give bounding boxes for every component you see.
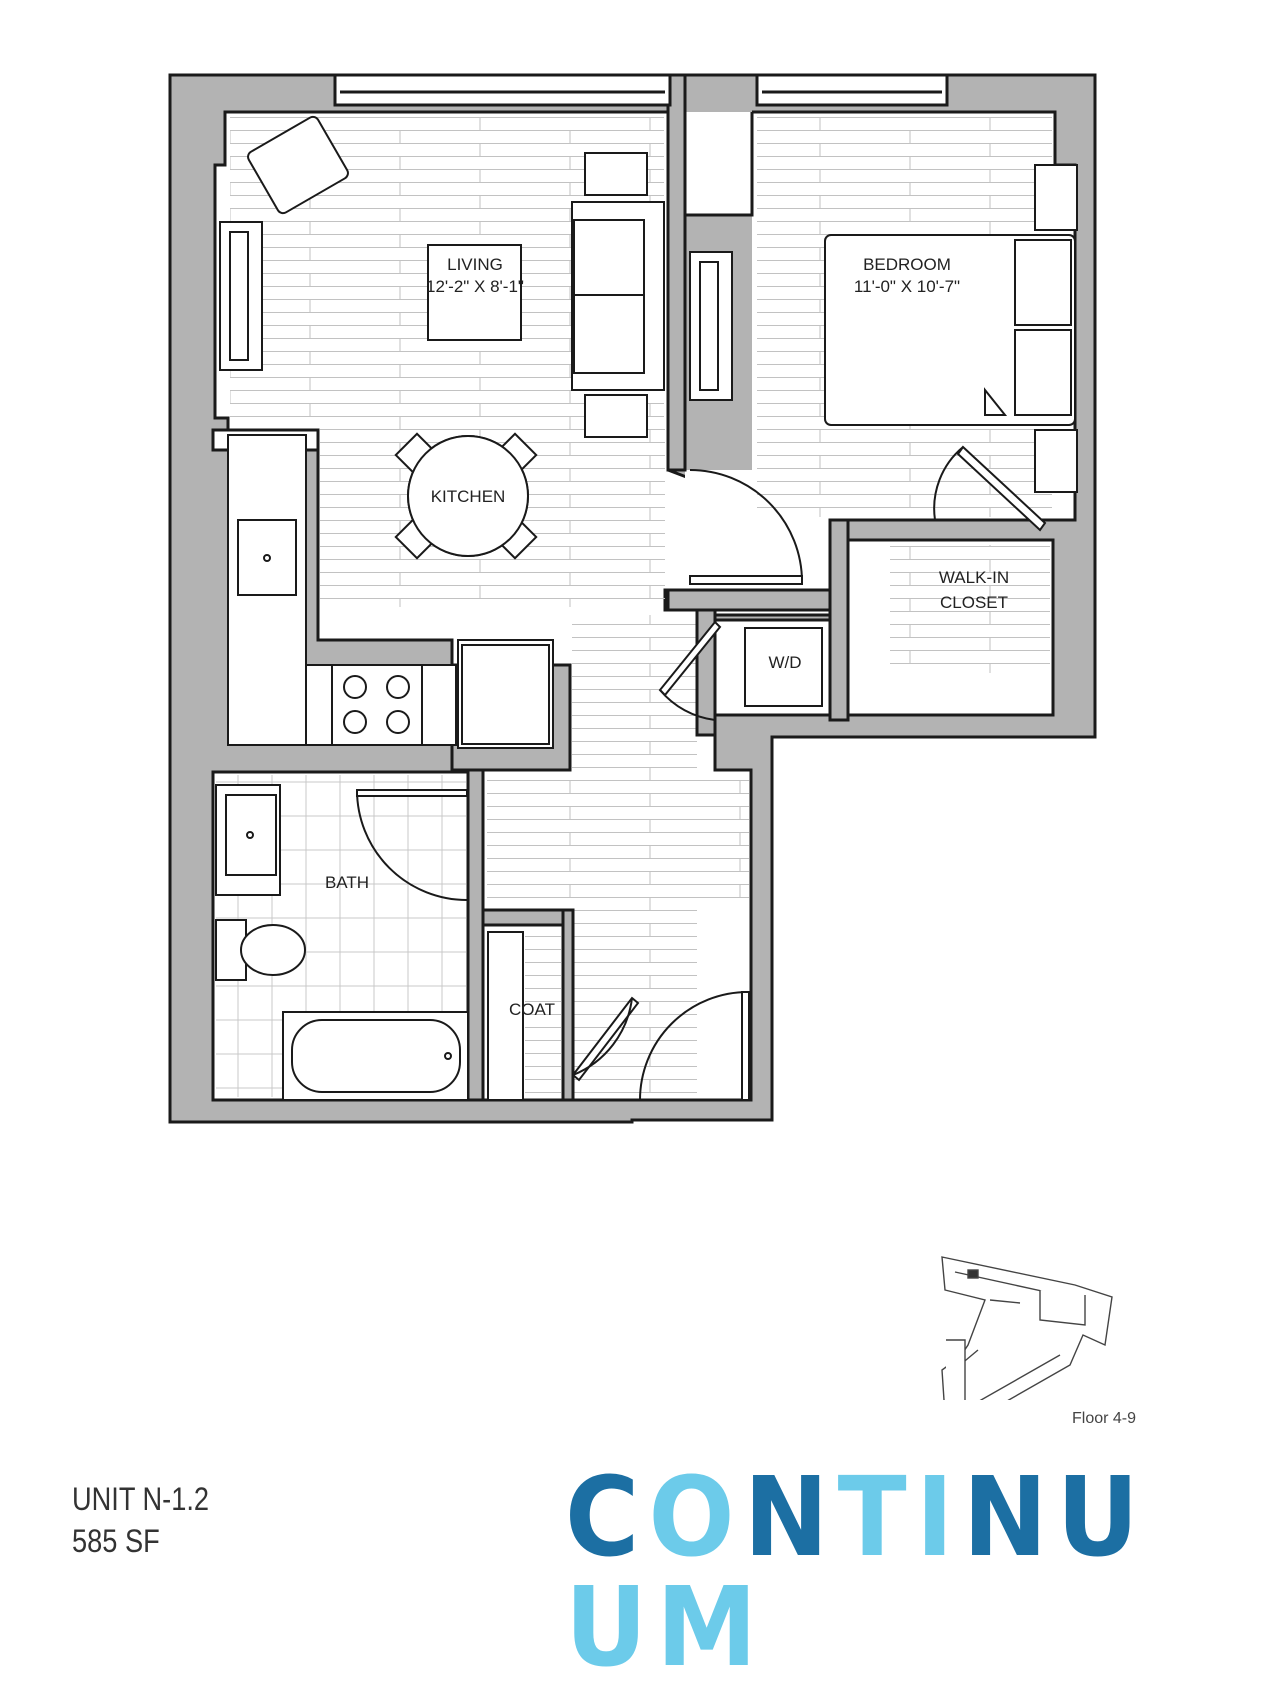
unit-name: UNIT N-1.2 [72,1481,210,1517]
brand-letter: U [1056,1453,1148,1581]
washer-dryer [744,627,823,707]
key-plan-label: Floor 4-9 [1072,1410,1137,1427]
brand-letter: T [837,1453,916,1581]
living-label: LIVING [447,255,503,274]
brand-letter: U [565,1563,657,1691]
dining-table [394,432,538,560]
bath-fixtures [215,784,469,1101]
coat-label: COAT [509,1000,555,1019]
bedroom-label: BEDROOM [863,255,951,274]
doors [356,445,1047,1101]
brand-letter: N [743,1453,838,1581]
brand-letter: C [565,1453,649,1581]
key-plan [941,1256,1113,1400]
unit-area: 585 SF [72,1523,160,1559]
wd-label: W/D [768,653,801,672]
living-furniture [219,115,665,438]
bedroom-furniture [689,164,1078,493]
bath-label: BATH [325,873,369,892]
bedroom-dims: 11'-0" X 10'-7" [854,277,960,296]
brand-letter: N [962,1453,1057,1581]
kitchen-fixtures [227,434,554,749]
floor-plan: LIVING 12'-2" X 8'-1" BEDROOM 11'-0" X 1… [168,73,1113,1400]
walkin-label-1: WALK-IN [939,568,1009,587]
brand-logo: CONTINUUM [565,1462,1218,1682]
kitchen-label: KITCHEN [431,487,506,506]
unit-info: UNIT N-1.2 585 SF [72,1478,209,1562]
windows [333,73,949,107]
living-dims: 12'-2" X 8'-1" [426,277,524,296]
room-labels: LIVING 12'-2" X 8'-1" BEDROOM 11'-0" X 1… [325,255,1009,1019]
walkin-label-2: CLOSET [940,593,1008,612]
brand-letter: M [656,1563,767,1691]
brand-letter: I [915,1453,963,1581]
brand-letter: O [648,1453,744,1581]
